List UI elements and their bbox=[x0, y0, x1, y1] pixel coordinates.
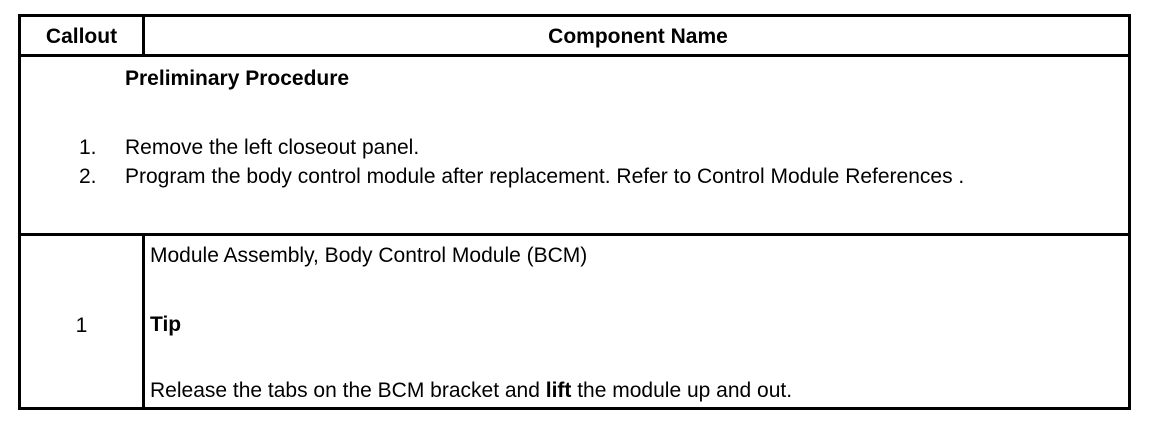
step-number-1: 1. bbox=[79, 136, 97, 159]
step-number-2: 2. bbox=[79, 165, 97, 188]
header-component-name: Component Name bbox=[548, 25, 728, 48]
row-component-name: Module Assembly, Body Control Module (BC… bbox=[150, 244, 588, 267]
tip-text-part2: the module up and out. bbox=[571, 379, 793, 402]
tip-text: Release the tabs on the BCM bracket and … bbox=[150, 379, 792, 403]
tip-label: Tip bbox=[150, 313, 182, 336]
tip-text-lift: lift bbox=[545, 379, 572, 402]
header-column-divider bbox=[142, 17, 145, 54]
row-callout: 1 bbox=[75, 314, 88, 337]
step-text-2: Program the body control module after re… bbox=[125, 165, 965, 188]
step-text-1: Remove the left closeout panel. bbox=[125, 136, 420, 159]
component-table: Callout Component Name Preliminary Proce… bbox=[18, 14, 1131, 410]
preliminary-heading: Preliminary Procedure bbox=[125, 67, 350, 90]
header-divider bbox=[21, 54, 1128, 57]
tip-text-part1: Release the tabs on the BCM bracket and bbox=[150, 379, 546, 402]
row-column-divider bbox=[142, 236, 145, 410]
preliminary-divider bbox=[21, 233, 1128, 236]
header-callout: Callout bbox=[45, 25, 118, 48]
